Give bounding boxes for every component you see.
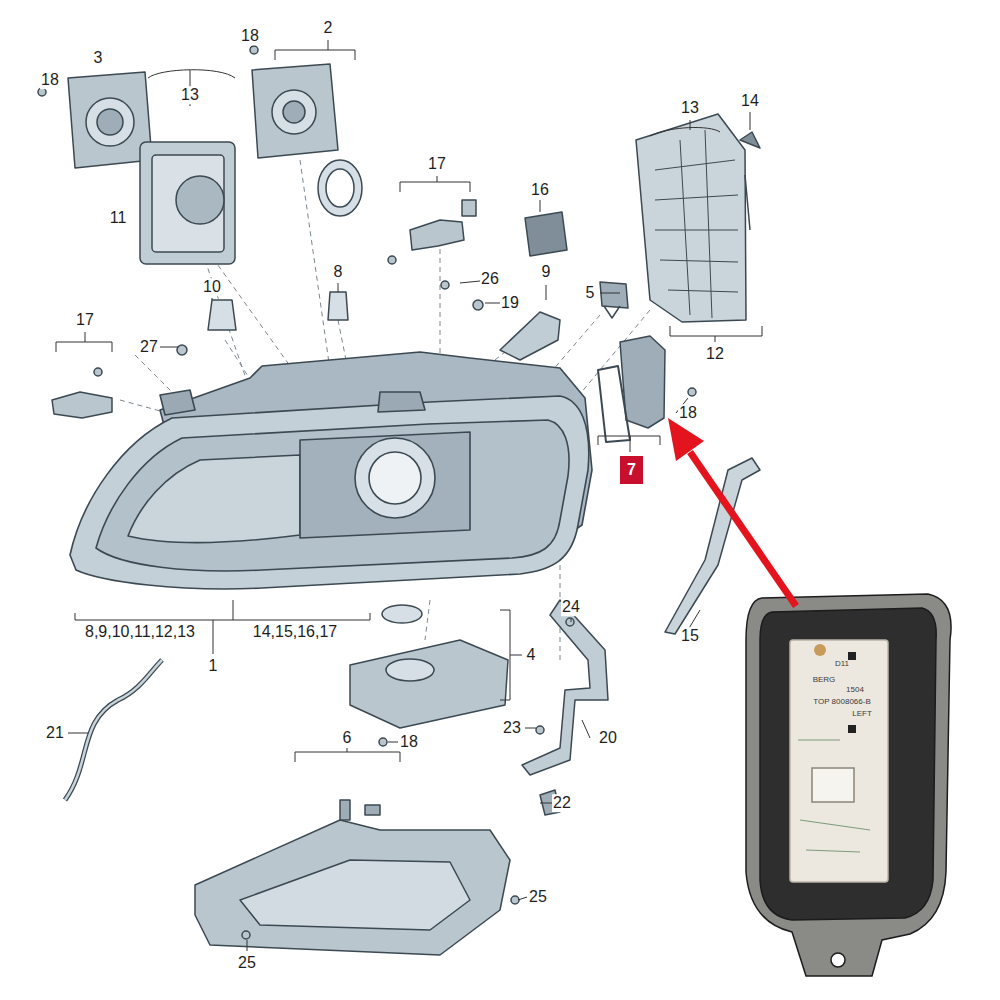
callout-number: 18 — [40, 71, 60, 89]
callout-number: 26 — [480, 270, 500, 288]
callout-number: 17 — [427, 155, 447, 173]
callout-number: 22 — [552, 794, 572, 812]
pcb-marking: BERG — [813, 676, 836, 685]
callout-number: 4 — [526, 646, 537, 664]
callout-number: 18 — [240, 27, 260, 45]
callout-number: 2 — [323, 19, 334, 37]
callout-number: 5 — [585, 284, 596, 302]
callout-number: 10 — [202, 278, 222, 296]
callout-number: 14 — [740, 92, 760, 110]
callout-number: 3 — [93, 49, 104, 67]
callout-number: 14,15,16,17 — [252, 623, 339, 641]
callout-number: 17 — [75, 311, 95, 329]
callout-number: 13 — [180, 86, 200, 104]
callout-number: 25 — [528, 888, 548, 906]
pcb-marking: 1504 — [846, 686, 864, 695]
pcb-marking: TOP 8008066-B — [813, 698, 871, 707]
callout-number: 27 — [139, 338, 159, 356]
callout-number: 8,9,10,11,12,13 — [84, 623, 196, 641]
callout-number: 20 — [598, 729, 618, 747]
callout-number: 24 — [561, 598, 581, 616]
callout-number: 25 — [237, 954, 257, 972]
callout-number: 12 — [705, 345, 725, 363]
callout-number: 18 — [399, 733, 419, 751]
callout-number: 15 — [680, 627, 700, 645]
pcb-marking: LEFT — [852, 710, 872, 719]
callout-number: 13 — [680, 99, 700, 117]
callout-number: 23 — [502, 719, 522, 737]
callout-number: 6 — [342, 729, 353, 747]
callout-number: 19 — [500, 294, 520, 312]
pcb-marking: D11 — [835, 660, 849, 669]
callout-number: 7 — [627, 461, 636, 479]
callout-number: 18 — [678, 404, 698, 422]
callout-number: 9 — [541, 263, 552, 281]
callout-number: 1 — [208, 657, 219, 675]
callout-number: 16 — [530, 181, 550, 199]
callout-box: 7 — [620, 456, 643, 484]
callout-number: 21 — [45, 724, 65, 742]
callout-number: 8 — [333, 263, 344, 281]
callout-number: 11 — [109, 209, 128, 227]
red-arrow — [668, 418, 796, 606]
